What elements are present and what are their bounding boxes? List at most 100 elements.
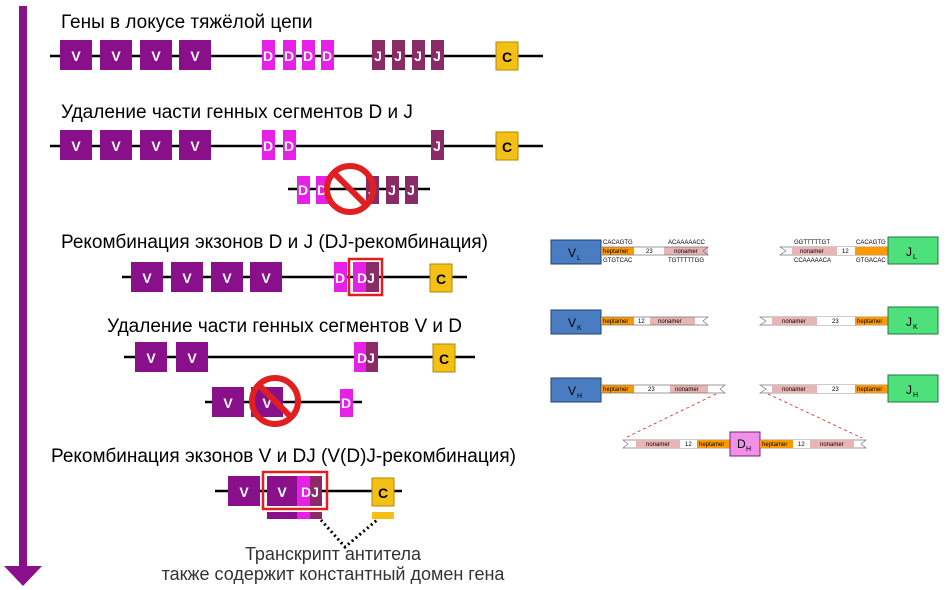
v-segment (212, 387, 244, 417)
svg-text:ACAAAAACC: ACAAAAACC (668, 240, 706, 246)
j-segment (431, 40, 444, 70)
svg-text:V: V (262, 395, 272, 411)
v-segment (179, 130, 211, 160)
d-segment (321, 40, 334, 70)
svg-text:23: 23 (646, 249, 653, 255)
j-segment (431, 130, 444, 160)
svg-text:nonamer: nonamer (675, 387, 699, 393)
svg-text:V: V (71, 138, 81, 154)
v-segment (267, 476, 297, 506)
svg-text:V: V (277, 484, 287, 500)
svg-text:GGTTTTTGT: GGTTTTTGT (794, 240, 830, 246)
d-segment (283, 130, 296, 160)
j-segment (386, 176, 399, 204)
svg-text:nonamer: nonamer (782, 319, 806, 325)
svg-text:heptamer: heptamer (857, 387, 882, 393)
svg-text:D: D (737, 437, 746, 451)
svg-text:V: V (142, 270, 152, 286)
v-segment (228, 476, 260, 506)
title-row3: Рекомбинация экзонов D и J (DJ-рекомбина… (61, 232, 488, 253)
dj-label: DJ (301, 484, 319, 500)
svg-text:L: L (577, 255, 581, 262)
svg-text:V: V (568, 316, 576, 330)
d-segment (283, 40, 296, 70)
svg-text:D: D (298, 182, 308, 198)
caption-line2: также содержит константный домен гена (162, 564, 506, 584)
heavy-chain-locus: V V V V D D D D J J J J C (50, 40, 543, 71)
dj-highlight-box (347, 257, 384, 297)
j-segment (405, 176, 418, 204)
v-segment (60, 40, 92, 70)
rss-jk-group: nonamer 23 heptamer J K (758, 306, 939, 335)
svg-text:K: K (577, 325, 582, 332)
svg-text:heptamer: heptamer (699, 442, 724, 448)
svg-text:J: J (414, 48, 422, 64)
v-segment (211, 262, 243, 292)
svg-text:V: V (261, 270, 271, 286)
svg-text:V: V (223, 395, 233, 411)
c-segment (429, 263, 453, 293)
svg-text:CACAGTG: CACAGTG (603, 240, 633, 246)
svg-text:12: 12 (842, 249, 849, 255)
svg-text:J: J (906, 383, 912, 397)
svg-text:heptamer: heptamer (762, 442, 787, 448)
svg-text:heptamer: heptamer (603, 319, 628, 325)
rss-jh-group: nonamer 23 heptamer J H (758, 374, 939, 403)
prohibited-icon (249, 375, 301, 427)
svg-text:H: H (746, 446, 751, 453)
svg-text:J: J (407, 182, 415, 198)
rss-dh-group: nonamer 12 heptamer D H heptamer 12 nona… (622, 393, 867, 457)
svg-text:J: J (906, 315, 912, 329)
svg-text:D: D (284, 48, 294, 64)
svg-text:J: J (388, 182, 396, 198)
svg-text:V: V (71, 48, 81, 64)
j-segment (366, 262, 379, 292)
svg-text:C: C (378, 485, 388, 501)
svg-text:D: D (322, 48, 332, 64)
rss-jl-group: nonamer 12 J L GGTTTTTGT CCAAAAACA CACAG… (778, 236, 939, 265)
svg-text:D: D (317, 182, 327, 198)
svg-text:CCAAAAACA: CCAAAAACA (794, 258, 831, 264)
svg-text:V: V (190, 138, 200, 154)
title-row4: Удаление части генных сегментов V и D (107, 316, 462, 337)
j-segment (392, 40, 405, 70)
v-segment (135, 342, 167, 372)
rss-vh-group: V H heptamer 23 nonamer (550, 377, 726, 403)
d-segment (354, 342, 366, 372)
svg-text:nonamer: nonamer (646, 442, 670, 448)
svg-text:heptamer: heptamer (603, 249, 628, 255)
svg-text:D: D (335, 270, 345, 286)
svg-text:V: V (111, 138, 121, 154)
dj-label: DJ (357, 350, 375, 366)
svg-text:12: 12 (638, 319, 645, 325)
process-arrow (4, 6, 42, 586)
svg-text:heptamer: heptamer (603, 387, 628, 393)
rss-vl-group: V L heptamer 23 nonamer CACAGTG GTGTCAC … (550, 239, 709, 265)
v-segment (140, 40, 172, 70)
svg-text:H: H (913, 392, 918, 399)
v-segment (179, 40, 211, 70)
d-segment (353, 262, 366, 292)
svg-text:J: J (374, 48, 382, 64)
svg-text:V: V (151, 48, 161, 64)
v-segment (176, 342, 208, 372)
svg-text:V: V (568, 246, 576, 260)
svg-text:nonamer: nonamer (800, 249, 824, 255)
c-segment (371, 477, 395, 507)
c-segment (495, 41, 519, 71)
svg-text:23: 23 (832, 319, 839, 325)
v-segment (131, 262, 163, 292)
d-segment (297, 176, 310, 204)
d-segment (334, 262, 347, 292)
svg-text:V: V (151, 138, 161, 154)
svg-text:V: V (146, 350, 156, 366)
svg-text:J: J (433, 138, 441, 154)
title-row1: Гены в локусе тяжёлой цепи (61, 12, 313, 33)
svg-text:V: V (222, 270, 232, 286)
rss-vk-group: V K heptamer 12 nonamer (550, 309, 709, 335)
v-segment (171, 262, 203, 292)
excised-vd-fragment: V V D (205, 375, 362, 427)
v-segment (250, 262, 282, 292)
svg-text:C: C (439, 351, 449, 367)
